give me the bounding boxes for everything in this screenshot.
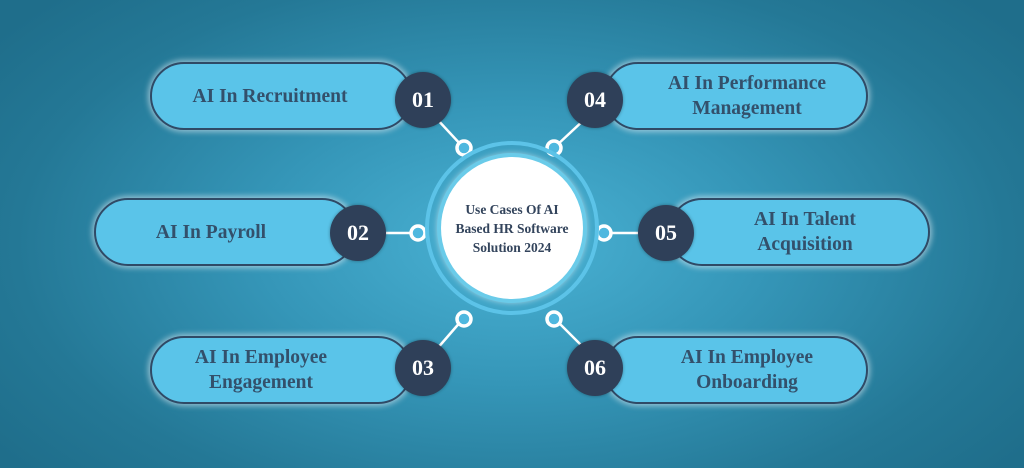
number-badge-06: 06 [567,340,623,396]
number-badge-03: 03 [395,340,451,396]
number-badge-04: 04 [567,72,623,128]
node-dot-05 [595,224,613,242]
use-case-label-06: AI In Employee Onboarding [680,347,814,393]
use-case-label-01: AI In Recruitment [192,85,348,107]
center-title: Use Cases Of AI Based HR Software Soluti… [455,201,569,255]
node-dot-06 [545,310,563,328]
number-badge-01: 01 [395,72,451,128]
use-case-card-02: AI In Payroll [94,198,356,266]
node-dot-02 [409,224,427,242]
center-outer-ring [425,141,599,315]
number-badge-02: 02 [330,205,386,261]
center-hub: Use Cases Of AI Based HR Software Soluti… [441,157,583,299]
use-case-card-06: AI In Employee Onboarding [604,336,868,404]
use-case-label-04: AI In Performance Management [667,73,827,119]
use-case-card-04: AI In Performance Management [604,62,868,130]
use-case-label-05: AI In Talent Acquisition [754,209,856,255]
use-case-card-03: AI In Employee Engagement [150,336,412,404]
use-case-label-02: AI In Payroll [155,221,267,243]
node-dot-03 [455,310,473,328]
number-badge-05: 05 [638,205,694,261]
use-case-card-01: AI In Recruitment [150,62,412,130]
use-case-label-03: AI In Employee Engagement [194,347,328,393]
use-case-card-05: AI In Talent Acquisition [668,198,930,266]
